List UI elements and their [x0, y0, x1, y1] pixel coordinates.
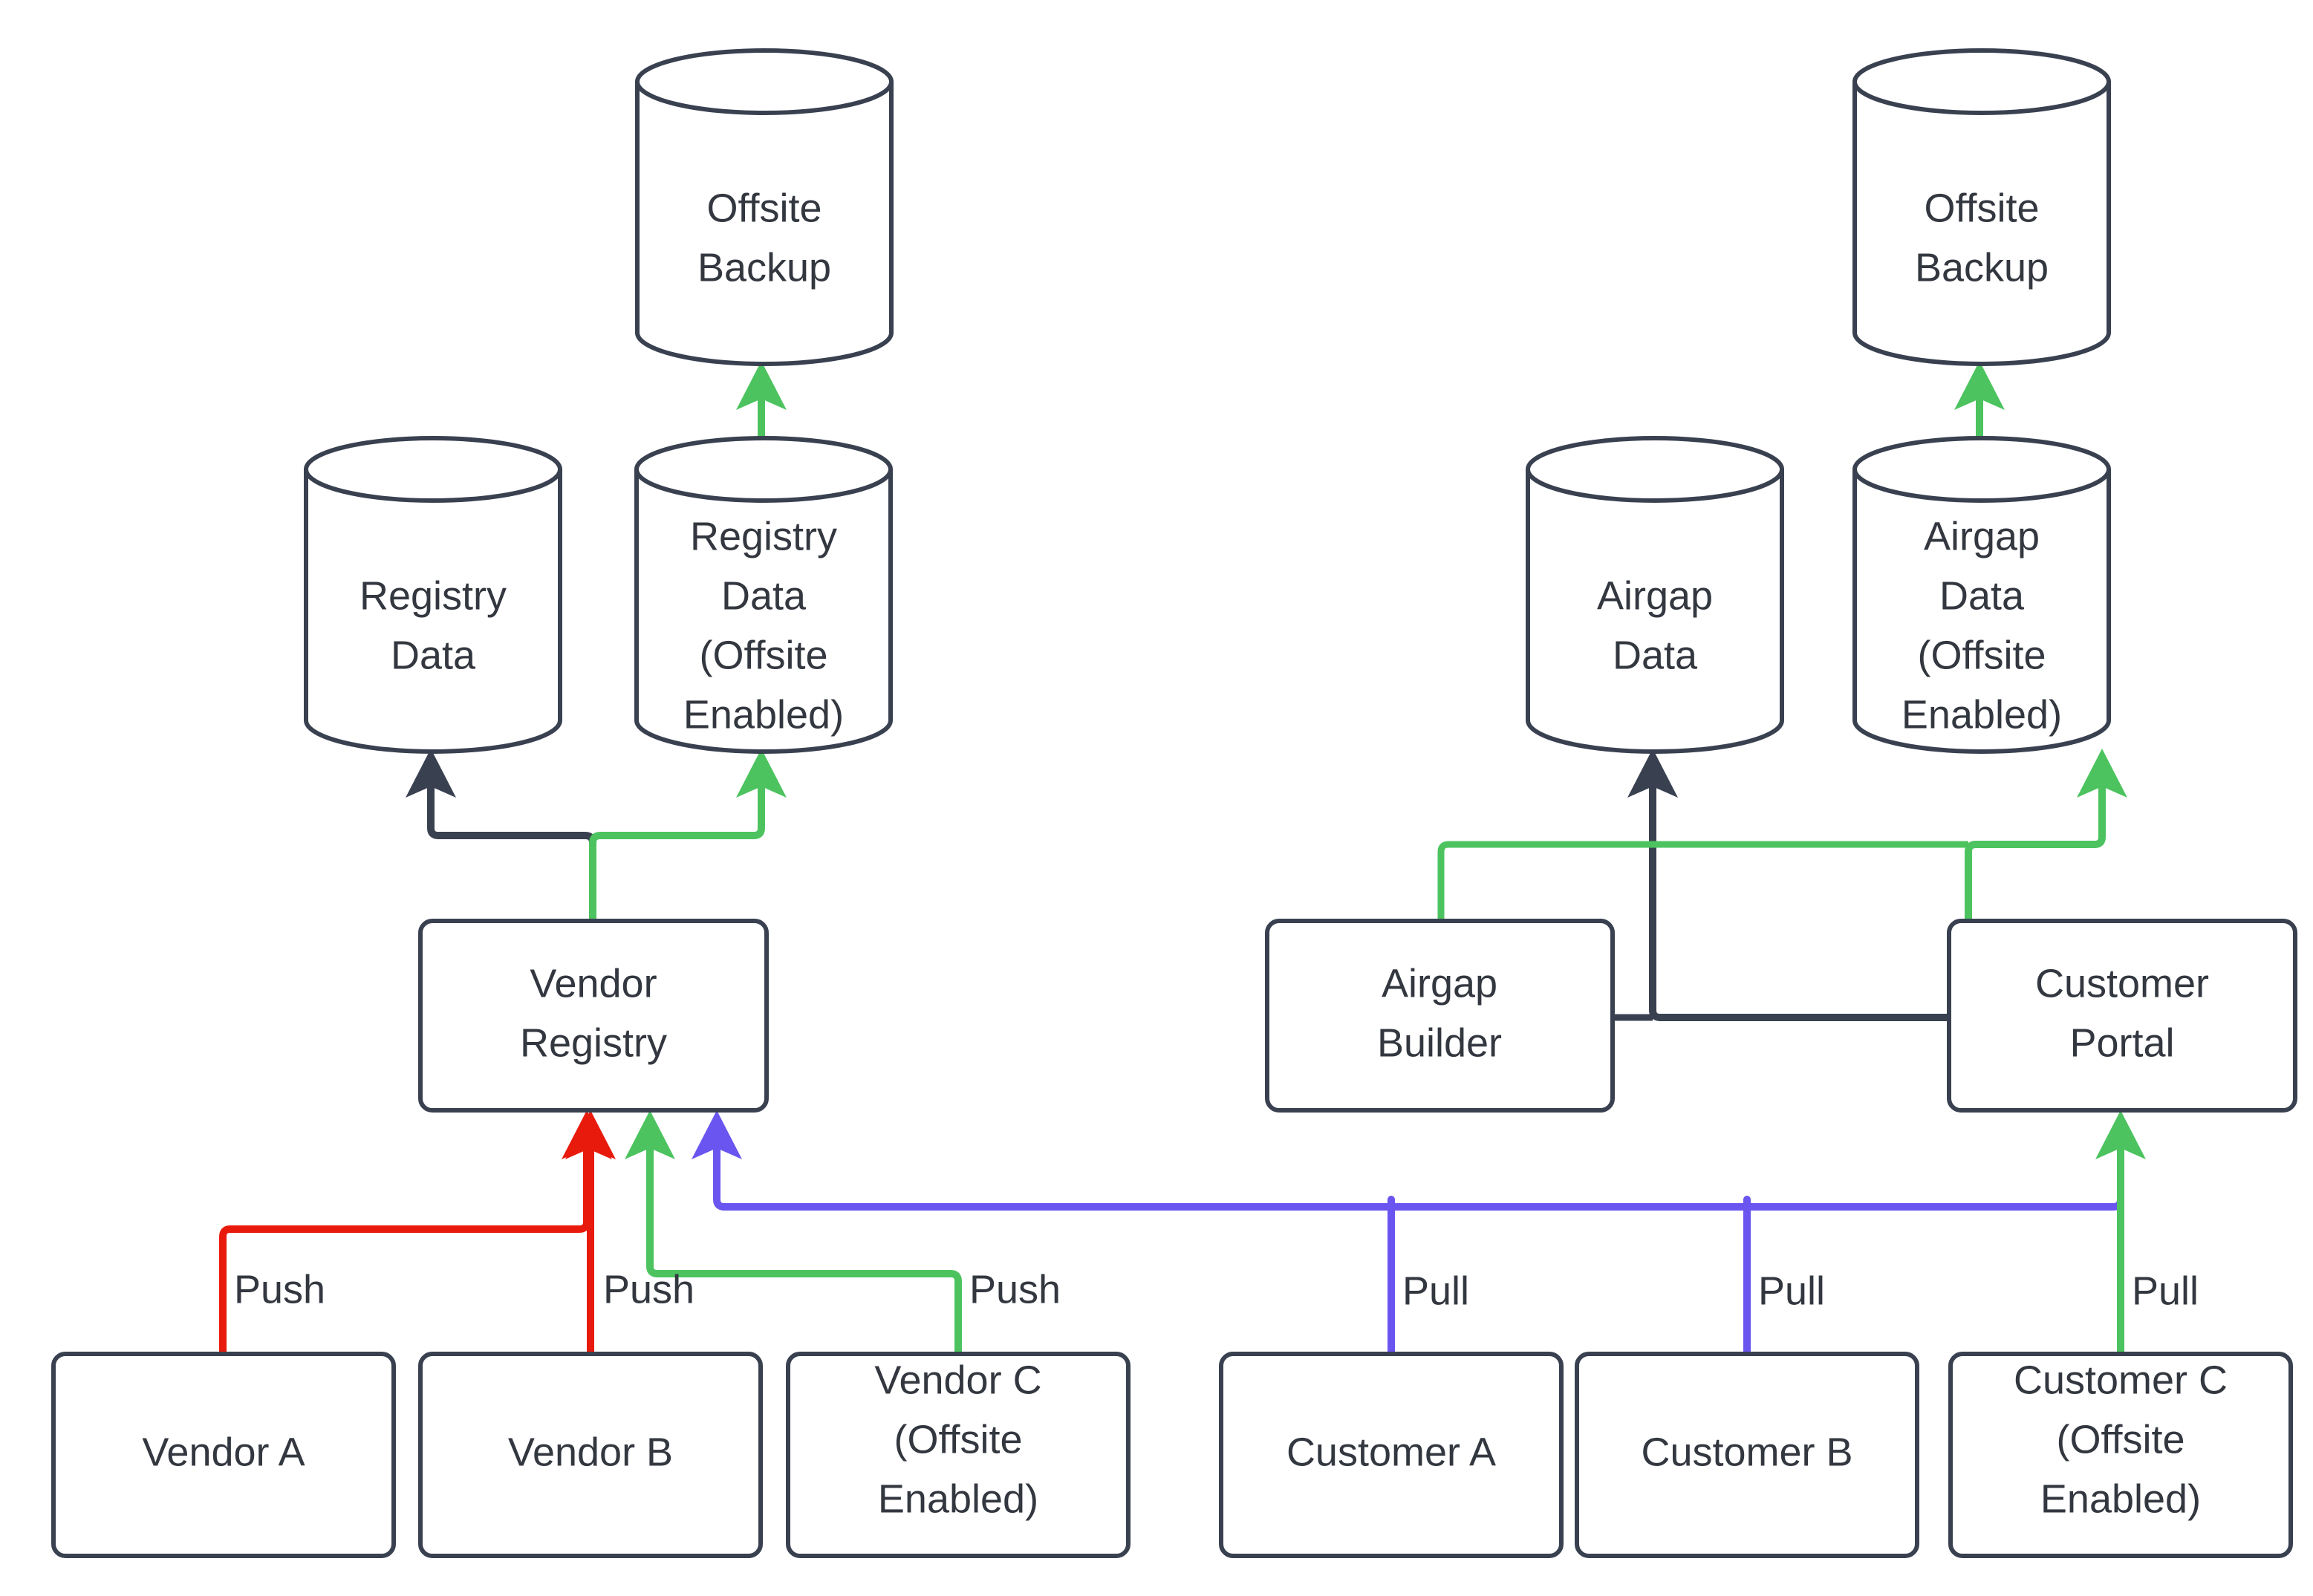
- node-label: Customer A: [1286, 1430, 1496, 1474]
- node-airgap-data-offsite[interactable]: Airgap Data (Offsite Enabled): [1852, 436, 2111, 754]
- node-label: Customer: [2035, 961, 2209, 1006]
- node-label: Data: [1939, 573, 2025, 618]
- edge-builder-to-airgap-offsite: [1437, 841, 1968, 919]
- node-airgap-data[interactable]: Airgap Data: [1526, 436, 1784, 754]
- edge-label-layer: Push Push Push Pull Pull Pull: [234, 1267, 2199, 1313]
- box-shape: [51, 1352, 396, 1558]
- box-shape: [1265, 919, 1615, 1113]
- box-shape: [1219, 1352, 1564, 1558]
- node-label: Customer C: [2014, 1358, 2228, 1402]
- cylinder-body: [1852, 79, 2111, 366]
- box-shape: [786, 1352, 1131, 1558]
- node-vendor-registry[interactable]: Vendor Registry: [418, 919, 769, 1113]
- edge-portal-to-airgap-offsite: [1965, 749, 2127, 922]
- node-label: Vendor: [530, 961, 657, 1006]
- node-label: Enabled): [2040, 1476, 2201, 1521]
- node-label: Airgap: [1382, 961, 1497, 1006]
- edge-label-pull-c: Pull: [2132, 1268, 2199, 1313]
- node-label: Enabled): [683, 692, 844, 737]
- box-shape: [1575, 1352, 1919, 1558]
- node-label: Registry: [520, 1020, 667, 1065]
- node-label: Portal: [2069, 1020, 2174, 1065]
- cylinder-top: [1526, 436, 1784, 503]
- node-label: (Offsite: [699, 633, 827, 677]
- edge-portal-to-airgap-data: [1627, 749, 1965, 1021]
- box-shape: [1947, 919, 2297, 1113]
- node-label: (Offsite: [1917, 633, 2046, 677]
- cylinder-top: [1852, 436, 2111, 503]
- node-label: Enabled): [878, 1476, 1038, 1521]
- node-label: Backup: [697, 245, 831, 290]
- node-customer-b[interactable]: Customer B: [1575, 1352, 1919, 1558]
- edge-vendor-c-push: [625, 1110, 962, 1355]
- box-shape: [418, 1352, 763, 1558]
- node-customer-c[interactable]: Customer C (Offsite Enabled): [1948, 1352, 2293, 1558]
- node-label: Data: [1613, 633, 1698, 677]
- node-vendor-a[interactable]: Vendor A: [51, 1352, 396, 1558]
- edge-label-push-b: Push: [603, 1267, 694, 1312]
- cylinder-body: [1852, 467, 2111, 754]
- node-customer-portal[interactable]: Customer Portal: [1947, 919, 2297, 1113]
- node-registry-data-offsite[interactable]: Registry Data (Offsite Enabled): [634, 436, 893, 754]
- edge-registry-to-registry-data-offsite: [589, 749, 787, 922]
- node-vendor-b[interactable]: Vendor B: [418, 1352, 763, 1558]
- node-customer-a[interactable]: Customer A: [1219, 1352, 1564, 1558]
- edge-label-pull-a: Pull: [1402, 1268, 1469, 1313]
- node-offsite-backup-right[interactable]: Offsite Backup: [1852, 48, 2111, 366]
- cylinder-top: [304, 436, 562, 503]
- node-label: Offsite: [706, 186, 822, 230]
- node-label: Airgap: [1924, 514, 2040, 558]
- cylinder-top: [635, 48, 894, 115]
- edge-label-push-c: Push: [969, 1267, 1061, 1312]
- node-label: Vendor C: [874, 1358, 1041, 1402]
- cylinder-top: [1852, 48, 2111, 115]
- node-label: Enabled): [1902, 692, 2062, 737]
- cylinder-top: [634, 436, 893, 503]
- cylinder-body: [635, 79, 894, 366]
- node-label: Data: [391, 633, 476, 677]
- box-shape: [1948, 1352, 2293, 1558]
- node-label: Vendor B: [508, 1430, 673, 1474]
- node-label: Airgap: [1597, 573, 1713, 618]
- node-label: Data: [721, 573, 807, 618]
- edge-label-pull-b: Pull: [1758, 1268, 1825, 1313]
- node-label: Customer B: [1641, 1430, 1852, 1474]
- cylinder-body: [304, 467, 562, 754]
- node-airgap-builder[interactable]: Airgap Builder: [1265, 919, 1615, 1113]
- node-label: Offsite: [1924, 186, 2039, 230]
- node-registry-data[interactable]: Registry Data: [304, 436, 562, 754]
- edge-portal-to-registry-blue: [692, 1110, 2124, 1211]
- node-vendor-c[interactable]: Vendor C (Offsite Enabled): [786, 1352, 1131, 1558]
- node-label: Vendor A: [142, 1430, 305, 1474]
- node-offsite-backup-left[interactable]: Offsite Backup: [635, 48, 894, 366]
- node-label: Registry: [360, 573, 507, 618]
- node-label: (Offsite: [2056, 1417, 2184, 1462]
- node-label: Builder: [1377, 1020, 1502, 1065]
- node-label: Backup: [1915, 245, 2049, 290]
- cylinder-body: [634, 467, 893, 754]
- box-shape: [418, 919, 769, 1113]
- cylinder-body: [1526, 467, 1784, 754]
- edge-registry-to-registry-data: [406, 749, 596, 922]
- edge-label-push-a: Push: [234, 1267, 325, 1312]
- edge-vendor-a-push: [219, 1110, 612, 1355]
- node-label: (Offsite: [894, 1417, 1022, 1462]
- node-label: Registry: [690, 514, 837, 558]
